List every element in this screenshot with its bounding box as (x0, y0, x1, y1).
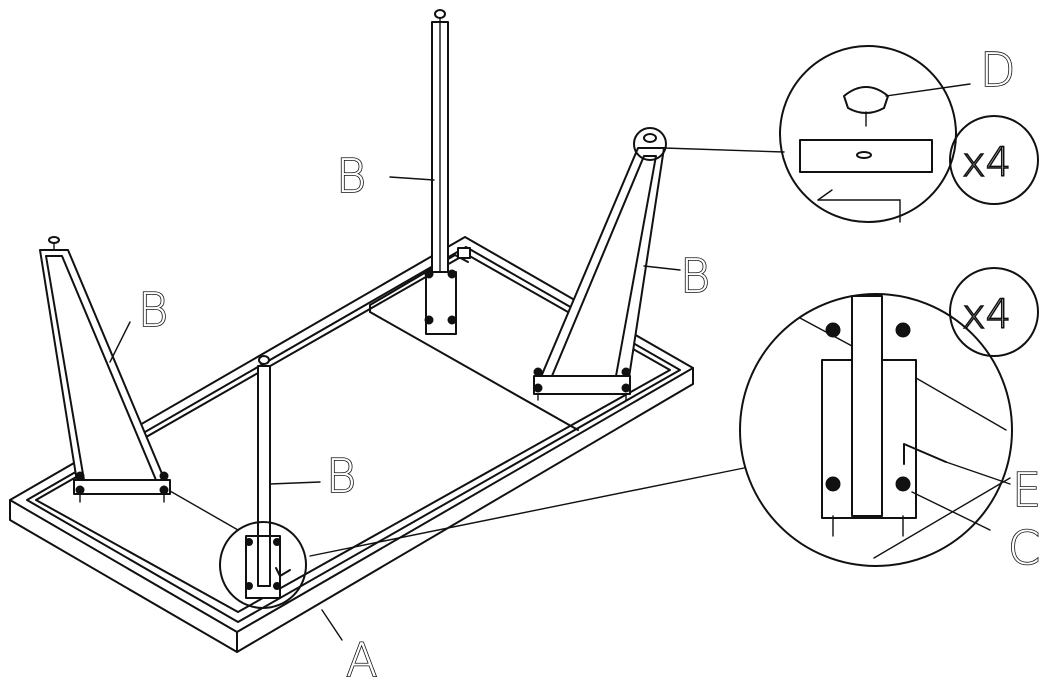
qty-cap-text: x4 (962, 140, 1011, 186)
label-part-d: D (980, 43, 1015, 97)
leg-center (424, 9, 457, 335)
label-part-e: E (1012, 463, 1041, 517)
label-part-b-center: B (336, 149, 366, 203)
leg-front (219, 355, 307, 609)
qty-circle-cap: x4 (949, 115, 1039, 205)
label-part-c: C (1008, 521, 1040, 575)
leader-lines (109, 176, 681, 641)
label-part-b-front: B (326, 449, 356, 503)
detail-leg-bracket (309, 293, 1013, 567)
qty-circle-leg: x4 (949, 267, 1039, 357)
label-part-b-left: B (138, 283, 168, 337)
detail-cap (663, 45, 971, 223)
leg-left (39, 236, 171, 503)
leg-right (533, 127, 667, 401)
table-top (9, 236, 694, 653)
qty-leg-text: x4 (962, 292, 1011, 338)
label-part-b-right: B (680, 249, 710, 303)
label-part-a: A (346, 633, 377, 680)
